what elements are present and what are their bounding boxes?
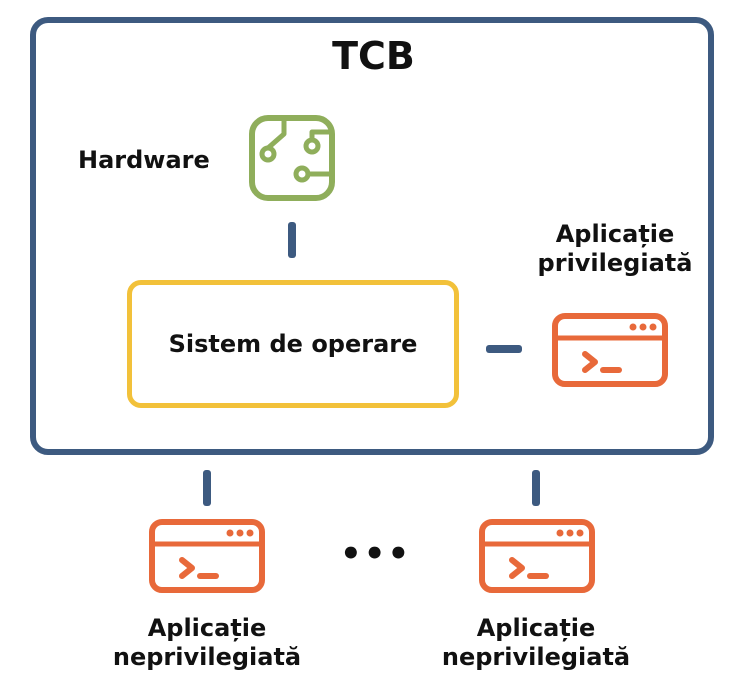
hardware-label: Hardware (78, 146, 210, 174)
unprivileged-app-2-label-line2: neprivilegiată (441, 642, 631, 671)
tcb-unprivileged-app-1-connector (203, 470, 211, 506)
operating-system-label: Sistem de operare (168, 329, 418, 358)
terminal-window-icon (479, 519, 595, 593)
more-apps-ellipsis: ••• (340, 534, 412, 574)
os-privileged-app-connector (486, 345, 522, 353)
unprivileged-app-1-label-line1: Aplicație (147, 614, 267, 642)
tcb-unprivileged-app-2-connector (532, 470, 540, 506)
terminal-window-icon (552, 313, 668, 387)
unprivileged-app-2-label-line1: Aplicație (476, 614, 596, 642)
privileged-app-label-line2: privilegiată (537, 248, 693, 277)
circuit-board-icon (249, 115, 335, 201)
privileged-app-label-line1: Aplicație (555, 220, 675, 248)
privileged-app-label: Aplicație privilegiată (520, 220, 710, 278)
tcb-title: TCB (332, 34, 415, 78)
terminal-window-icon (149, 519, 265, 593)
hardware-os-connector (288, 222, 296, 258)
operating-system-box: Sistem de operare (127, 280, 459, 408)
unprivileged-app-2-label: Aplicație neprivilegiată (436, 614, 636, 672)
unprivileged-app-1-label: Aplicație neprivilegiată (107, 614, 307, 672)
tcb-boundary (30, 17, 714, 455)
unprivileged-app-1-label-line2: neprivilegiată (112, 642, 302, 671)
